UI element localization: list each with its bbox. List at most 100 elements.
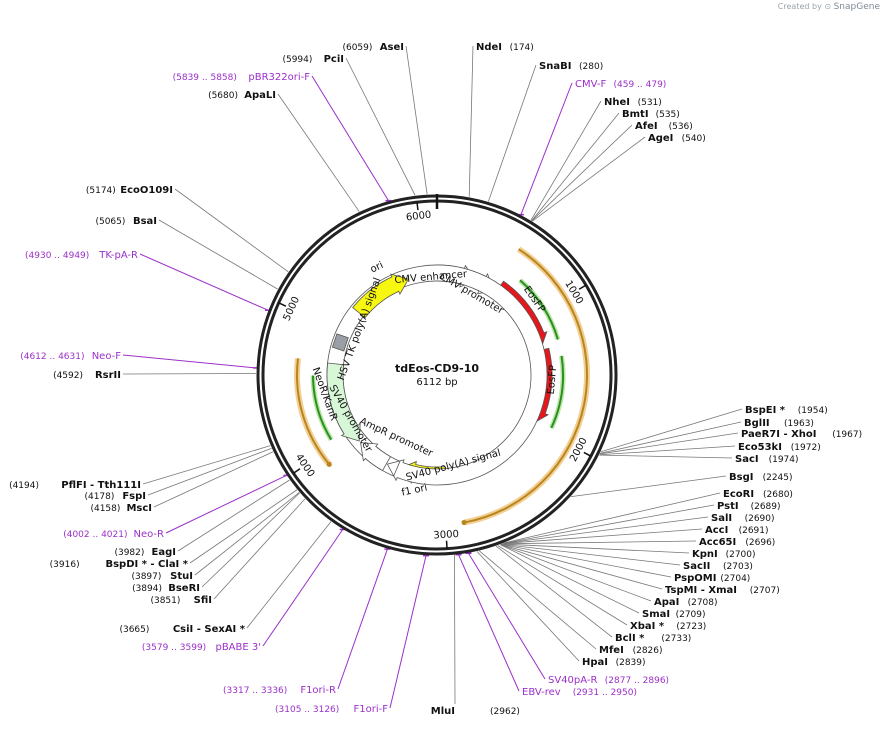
leader-kpni <box>501 543 690 554</box>
feature-hsv-tk-poly-a-signal[interactable] <box>331 333 349 352</box>
feature-sv40-promoter-7[interactable] <box>360 442 391 472</box>
site-position: (3916) <box>50 560 80 570</box>
site-position: (5839 .. 5858) <box>173 73 237 83</box>
site-sali[interactable]: SalI(2690) <box>711 513 775 524</box>
site-position: (1974) <box>769 455 799 465</box>
site-pbabe-3[interactable]: pBABE 3'(3579 .. 3599) <box>142 642 261 653</box>
site-bspdi-clai[interactable]: BspDI * - ClaI *(3916) <box>50 559 189 570</box>
site-apali[interactable]: ApaLI(5680) <box>208 90 276 101</box>
site-hpai[interactable]: HpaI(2839) <box>582 657 646 668</box>
leader-bmti <box>531 112 620 221</box>
site-asei[interactable]: AseI(6059) <box>342 42 404 53</box>
site-name: MfeI <box>599 645 624 656</box>
site-ndei[interactable]: NdeI(174) <box>476 42 534 53</box>
leader-ndei <box>468 45 474 197</box>
site-position: (5994) <box>282 55 312 65</box>
site-position: (2690) <box>745 514 775 524</box>
site-ecori[interactable]: EcoRI(2680) <box>723 489 793 500</box>
site-snabi[interactable]: SnaBI(280) <box>539 61 603 72</box>
site-position: (2707) <box>750 586 780 596</box>
site-name: NheI <box>604 97 630 108</box>
site-name: Eco53kI <box>738 442 782 453</box>
site-neo-r[interactable]: Neo-R(4002 .. 4021) <box>63 529 164 540</box>
site-position: (3317 .. 3336) <box>223 686 287 696</box>
snapgene-logo-icon: ⊙ <box>824 2 832 11</box>
site-nhei[interactable]: NheI(531) <box>604 97 662 108</box>
site-eco53ki[interactable]: Eco53kI(1972) <box>738 442 821 453</box>
site-sacii[interactable]: SacII(2703) <box>683 561 753 572</box>
site-smai[interactable]: SmaI(2709) <box>642 609 706 620</box>
site-neo-f[interactable]: Neo-F(4612 .. 4631) <box>20 351 121 362</box>
site-bmti[interactable]: BmtI(535) <box>622 109 680 120</box>
site-ecoo109i[interactable]: EcoO109I(5174) <box>86 185 173 196</box>
site-name: XbaI * <box>630 621 665 632</box>
feature-ori-10[interactable] <box>352 273 410 319</box>
site-bsgi[interactable]: BsgI(2245) <box>729 472 793 483</box>
leader-bglii <box>600 421 742 454</box>
site-position: (5174) <box>86 186 116 196</box>
leader-bspei <box>600 408 743 453</box>
site-position: (2931 .. 2950) <box>573 688 637 698</box>
site-psti[interactable]: PstI(2689) <box>717 501 781 512</box>
site-eagi[interactable]: EagI(3982) <box>114 547 176 558</box>
site-fspi[interactable]: FspI(4178) <box>84 491 146 502</box>
leader-hpai <box>476 551 580 662</box>
leader-msci <box>153 451 274 508</box>
site-csii-sexai[interactable]: CsiI - SexAI *(3665) <box>119 624 245 635</box>
leader-cmv-f <box>520 82 573 215</box>
site-tk-pa-r[interactable]: TK-pA-R(4930 .. 4949) <box>25 250 138 261</box>
site-rsrii[interactable]: RsrII(4592) <box>53 370 121 381</box>
site-xbai[interactable]: XbaI * (2723) <box>630 621 706 632</box>
site-acc65i[interactable]: Acc65I(2696) <box>699 537 775 548</box>
site-bspei[interactable]: BspEI *(1954) <box>745 405 828 416</box>
site-ebv-rev[interactable]: EBV-rev(2931 .. 2950) <box>522 687 637 698</box>
site-sv40pa-r[interactable]: SV40pA-R(2877 .. 2896) <box>548 675 669 686</box>
site-pspomi[interactable]: PspOMI(2704) <box>674 573 750 584</box>
site-position: (540) <box>682 134 706 144</box>
site-pbr322ori-f[interactable]: pBR322ori-F(5839 .. 5858) <box>173 72 311 83</box>
site-name: NdeI <box>476 42 502 53</box>
feature-neor-kanr-8[interactable] <box>326 362 361 442</box>
site-cmv-f[interactable]: CMV-F(459 .. 479) <box>575 79 666 90</box>
site-pflfi-tth111i[interactable]: PflFI - Tth111I(4194) <box>9 480 141 491</box>
site-apai[interactable]: ApaI(2708) <box>654 597 718 608</box>
site-position: (2723) <box>676 622 706 632</box>
site-acci[interactable]: AccI(2691) <box>705 525 769 536</box>
credit-brand: SnapGene <box>833 2 880 12</box>
leader-bsgi <box>570 475 727 498</box>
leader-saci <box>599 454 733 459</box>
site-agei[interactable]: AgeI (540) <box>648 133 706 144</box>
site-bcli[interactable]: BclI *(2733) <box>615 633 691 644</box>
site-name: ApaLI <box>244 90 276 101</box>
leader-smai <box>500 544 640 614</box>
site-msci[interactable]: MscI(4158) <box>90 503 152 514</box>
site-stui[interactable]: StuI(3897) <box>131 571 193 582</box>
feature-ampr-promoter-6[interactable] <box>326 264 548 486</box>
site-position: (1963) <box>784 419 814 429</box>
site-tspmi-xmai[interactable]: TspMI - XmaI(2707) <box>665 585 780 596</box>
leader-bsai <box>158 219 278 290</box>
site-position: (2700) <box>726 550 756 560</box>
site-saci[interactable]: SacI(1974) <box>735 454 799 465</box>
site-bsai[interactable]: BsaI(5065) <box>95 216 157 227</box>
site-position: (2704) <box>720 574 750 584</box>
site-name: AgeI <box>648 133 673 144</box>
site-bseri[interactable]: BseRI(3894) <box>132 583 200 594</box>
site-name: KpnI <box>692 549 718 560</box>
site-mlui[interactable]: MluI (2962) <box>431 706 520 717</box>
site-bglii[interactable]: BglII(1963) <box>744 418 814 429</box>
site-sfii[interactable]: SfiI(3851) <box>150 595 212 606</box>
site-mfei[interactable]: MfeI(2826) <box>599 645 663 656</box>
leader-pbabe-3 <box>262 529 344 647</box>
site-f1ori-f[interactable]: F1ori-F(3105 .. 3126) <box>275 704 388 715</box>
leader-pcii <box>345 57 416 196</box>
site-name: PstI <box>717 501 739 512</box>
tick-2000 <box>583 451 592 457</box>
site-afei[interactable]: AfeI(536) <box>635 121 693 132</box>
tick-1000 <box>578 284 587 290</box>
site-f1ori-r[interactable]: F1ori-R(3317 .. 3336) <box>223 685 336 696</box>
site-kpni[interactable]: KpnI (2700) <box>692 549 756 560</box>
site-pcii[interactable]: PciI(5994) <box>282 54 344 65</box>
site-paer7i-xhoi[interactable]: PaeR7I - XhoI(1967) <box>741 429 862 440</box>
